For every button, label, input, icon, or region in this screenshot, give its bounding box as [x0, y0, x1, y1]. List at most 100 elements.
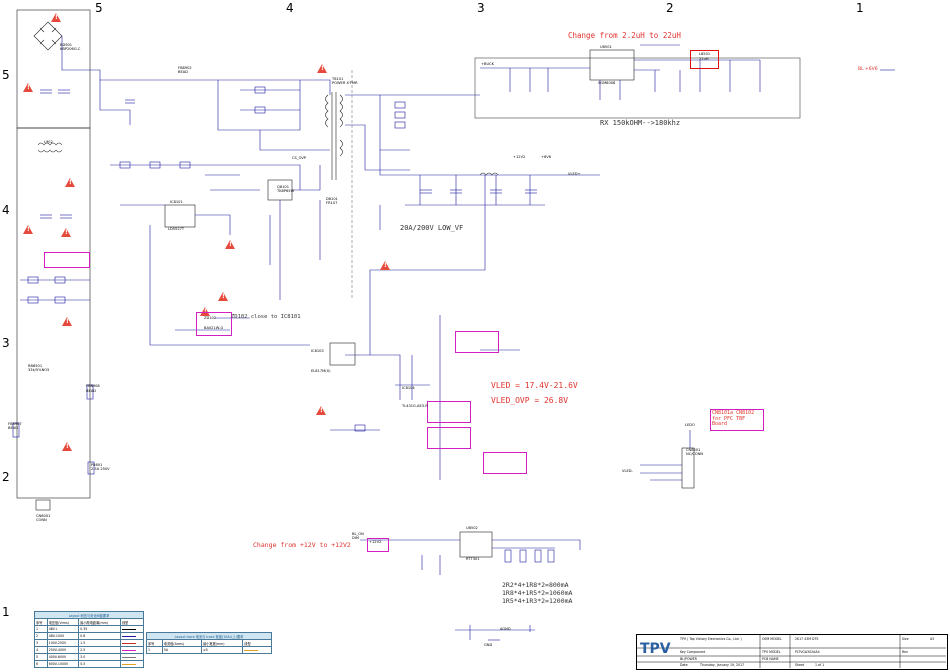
title-key-label: Key Component	[680, 650, 706, 654]
table-cell: 6	[34, 660, 48, 668]
net-bl-on: BL_ON	[352, 532, 364, 536]
zone-left-3: 3	[2, 336, 10, 350]
warning-icon: !	[316, 406, 326, 415]
table-cell: 5.5	[78, 660, 121, 668]
label-cn8501-val: NC/CONN	[686, 452, 704, 456]
highlight-zd102	[196, 312, 232, 336]
zone-left-5: 5	[2, 68, 10, 82]
highlight-cn-note	[710, 409, 764, 431]
zone-top-4: 4	[286, 1, 294, 15]
table-cell: 400V-600V	[46, 653, 80, 661]
table-cell: 4	[34, 646, 48, 654]
title-tpv-label: TPV MODEL	[762, 650, 781, 654]
label-cn8001-val: CONN	[36, 518, 47, 522]
label-d8101: D8101	[326, 197, 338, 201]
table-cell: 3.0	[78, 653, 121, 661]
label-fb8908: FB8908	[86, 384, 100, 388]
warning-icon: !	[317, 64, 327, 73]
title-company: TPV ( Top Victory Electronics Co., Ltd. …	[680, 637, 742, 641]
title-sheet-label: Sheet	[795, 663, 805, 667]
table-header: 电压值(Vrms)	[46, 618, 80, 626]
label-ic8101: IC8101	[170, 200, 183, 204]
label-rb8501-val: 33k/5%NO5	[28, 368, 50, 372]
zone-left-2: 2	[2, 470, 10, 484]
zone-left-1: 1	[2, 605, 10, 619]
warning-icon: !	[23, 83, 33, 92]
title-oem-value: 2K17 43M DTS	[795, 637, 819, 641]
warning-icon: !	[61, 228, 71, 237]
label-ic8104: IC8104	[402, 386, 415, 390]
label-d8101-val: FR107	[326, 201, 338, 205]
line-sample	[242, 646, 272, 654]
net-buck: +BUCK	[481, 62, 494, 66]
table-cell: 0.8	[78, 632, 121, 640]
title-sheet-value: 1 of 1	[815, 663, 825, 667]
zone-top-3: 3	[477, 1, 485, 15]
label-fb8907-val: BEAD	[8, 426, 18, 430]
label-q8101-val: TK8P65W	[277, 189, 295, 193]
table-cell: 5	[34, 653, 48, 661]
net-vled-minus: VLED-	[622, 469, 633, 473]
label-u8501-val: SGM8008	[598, 81, 616, 85]
highlight-r8127	[427, 427, 471, 449]
net-dim: DIM	[352, 536, 359, 540]
table-cell: 48V↓	[46, 625, 80, 633]
label-p8601-val: 2.5A 250V	[91, 467, 110, 471]
label-q8101: Q8101	[277, 185, 289, 189]
table-title: Layout 耐压与安全间距要求	[34, 611, 144, 619]
table-cell: 3	[34, 639, 48, 647]
label-t8101: T8101	[332, 77, 344, 81]
line-sample	[119, 639, 145, 647]
table-cell: 100V-250V	[46, 639, 80, 647]
label-p8601: P8601	[91, 463, 103, 467]
warning-icon: !	[65, 178, 75, 187]
table-cell: 5A	[161, 646, 203, 654]
label-fb8902: FB8902	[178, 66, 192, 70]
warning-icon: !	[51, 13, 61, 22]
warning-icon: !	[23, 225, 33, 234]
label-bd901-val: KBP206G-C	[60, 47, 81, 51]
label-l8501-val: 22uH	[699, 57, 709, 61]
title-oem-label: OEM MODEL	[762, 637, 782, 641]
note-current-1: 2R2*4+1R8*2=800mA	[502, 581, 569, 589]
table-cell: 600V-1000V	[46, 660, 80, 668]
title-pcb-label: PCB NAME	[762, 657, 779, 661]
note-current-2: 1R8*4+1R5*2=1060mA	[502, 589, 573, 597]
note-vled: VLED = 17.4V-21.6V	[491, 381, 578, 390]
line-sample	[119, 660, 145, 668]
note-diode-rating: 20A/200V LOW_VF	[400, 224, 464, 232]
trace-width-table: Layout trace 电流与 trace 宽度(10A以上)要求 序号 电流…	[146, 632, 272, 654]
table-cell: 0.35	[78, 625, 121, 633]
label-zd102: ZD102	[204, 316, 217, 320]
table-header: 最小宽度(mm)	[201, 639, 244, 647]
table-cell: 250V-400V	[46, 646, 80, 654]
table-cell: 1	[146, 646, 163, 654]
label-u8502: U8502	[466, 526, 478, 530]
title-date-label: Date	[680, 663, 688, 667]
label-ic8101-val: LD5527T	[168, 227, 185, 231]
layout-spacing-table: Layout 耐压与安全间距要求 序号 电压值(Vrms) 最小爬电距离(mm)…	[34, 611, 145, 668]
label-u8501: U8501	[600, 45, 612, 49]
table-cell: 1.5	[78, 639, 121, 647]
table-header: 最小爬电距离(mm)	[78, 618, 121, 626]
label-fb8902-val: BEAD	[178, 70, 188, 74]
label-t8101-val: POWER X'FMR	[332, 81, 358, 85]
title-key-value: BL/POWER	[680, 657, 697, 661]
table-cell: 1	[34, 625, 48, 633]
highlight-l8501	[690, 50, 719, 69]
label-ic8103-val: EL817M(X)	[311, 369, 331, 373]
label-u8502-val: RT7301	[466, 557, 480, 561]
label-zd102-val: BAV21W-G	[204, 326, 224, 330]
note-cn-for: CN8101a CN8102 for PFC TBF Board	[712, 410, 755, 427]
title-rev-label: Rev	[902, 650, 908, 654]
table-header: 线型	[119, 618, 145, 626]
note-current-3: 1R5*4+1R3*2=1200mA	[502, 597, 573, 605]
net-ledo: LEDO	[685, 423, 695, 427]
table-cell: 2	[34, 632, 48, 640]
